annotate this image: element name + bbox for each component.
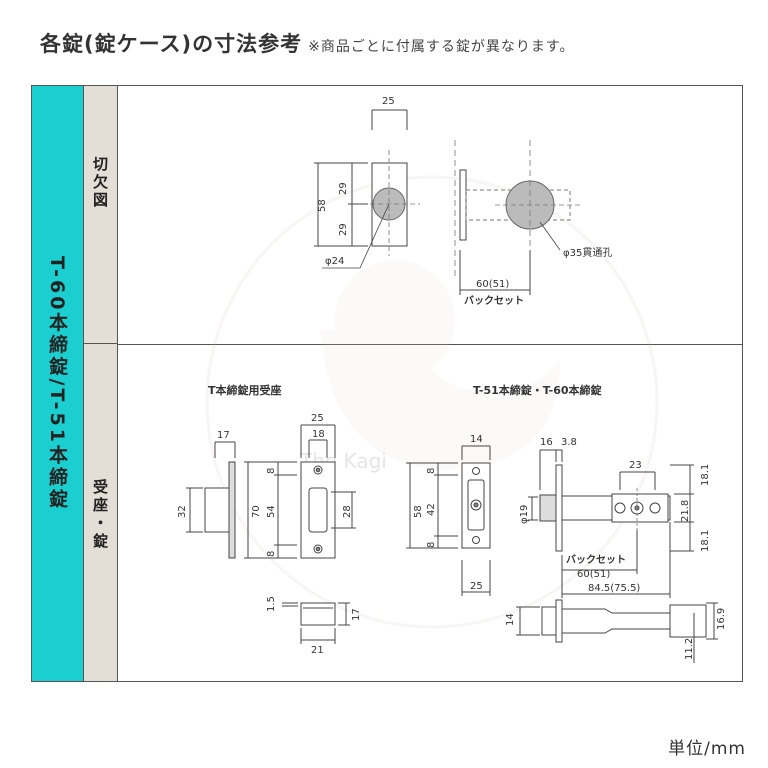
lock-backset-label: バックセット (566, 554, 626, 566)
lock-labels: 14 58 8 42 8 25 16 3.8 23 φ19 18.1 21.8 … (413, 434, 727, 660)
page-title: 各錠(錠ケース)の寸法参考 ※商品ごとに付属する錠が異なります。 (40, 28, 575, 58)
lock-front-height: 58 (413, 505, 424, 518)
strike-box-side: 17 (351, 608, 362, 621)
lock-overall: 84.5(75.5) (588, 583, 640, 594)
title-note: ※商品ごとに付属する錠が異なります。 (308, 39, 575, 55)
cutout-labels: 25 58 29 29 φ24 φ35貫通孔 60(51) バックセット (317, 96, 612, 307)
dimension-table: T-60本締錠/T-51本締錠 切欠図 受座・錠 (31, 85, 743, 682)
cutout-half-top: 29 (338, 182, 349, 195)
lock-front-mid: 42 (426, 503, 437, 516)
lock-bottom-offset: 18.1 (700, 530, 711, 552)
cutout-backset-label: バックセット (464, 295, 524, 307)
lock-bolt-width: 25 (470, 581, 483, 592)
section-cutout-header: 切欠図 (84, 86, 118, 344)
lock-bolt-thick: 14 (505, 613, 516, 626)
unit-label: 単位/mm (668, 739, 746, 759)
strike-screw-top: 8 (266, 468, 277, 474)
cutout-hole-large: φ35貫通孔 (563, 247, 612, 259)
lock-tail-total: 16.9 (716, 608, 727, 630)
cutout-width: 25 (382, 96, 395, 107)
lock-front-top: 8 (426, 468, 437, 474)
cutout-backset: 60(51) (476, 279, 509, 290)
watermark-logo: The Kagi (205, 175, 659, 629)
strike-labels: 17 32 25 18 70 8 54 8 28 1.5 21 17 (177, 413, 362, 656)
lock-front-bottom: 8 (426, 542, 437, 548)
lock-tail-inner: 11.2 (684, 638, 695, 660)
lock-title: T-51本締錠・T-60本締錠 (473, 383, 603, 397)
strike-box-depth: 17 (217, 430, 230, 441)
lock-hub-height: 21.8 (680, 500, 691, 522)
section-divider (118, 344, 742, 345)
sidebar-model: T-60本締錠/T-51本締錠 (32, 86, 84, 681)
lock-drawing (406, 445, 718, 663)
lock-top-offset: 18.1 (700, 464, 711, 486)
strike-box-height: 32 (177, 505, 188, 518)
section-strike-header: 受座・錠 (84, 344, 118, 681)
strike-plate-height: 70 (251, 505, 262, 518)
lock-front-width: 14 (470, 434, 483, 445)
strike-title: T本締錠用受座 (208, 383, 282, 397)
lock-faceplate: 3.8 (561, 437, 577, 448)
cutout-height: 58 (317, 199, 328, 212)
section-strike-label: 受座・錠 (91, 479, 109, 551)
strike-opening: 28 (342, 505, 353, 518)
section-cutout-label: 切欠図 (91, 156, 109, 210)
cutout-hole-small: φ24 (325, 256, 344, 267)
strike-box-width: 21 (311, 645, 324, 656)
strike-drawing (186, 424, 356, 644)
strike-screw-bottom: 8 (266, 551, 277, 557)
cutout-drawing (314, 109, 580, 295)
lock-hub-spacing: 23 (629, 460, 642, 471)
strike-plate-width: 25 (311, 413, 324, 424)
strike-box-thickness: 1.5 (266, 596, 277, 612)
strike-slot-width: 18 (312, 429, 325, 440)
lock-bolt-len: 16 (540, 437, 553, 448)
title-main: 各錠(錠ケース)の寸法参考 (40, 32, 303, 56)
cutout-half-bottom: 29 (338, 223, 349, 236)
sidebar-label: T-60本締錠/T-51本締錠 (46, 256, 68, 511)
lock-backset: 60(51) (577, 569, 610, 580)
strike-slot-height: 54 (266, 505, 277, 518)
lock-hole: φ19 (519, 505, 530, 524)
